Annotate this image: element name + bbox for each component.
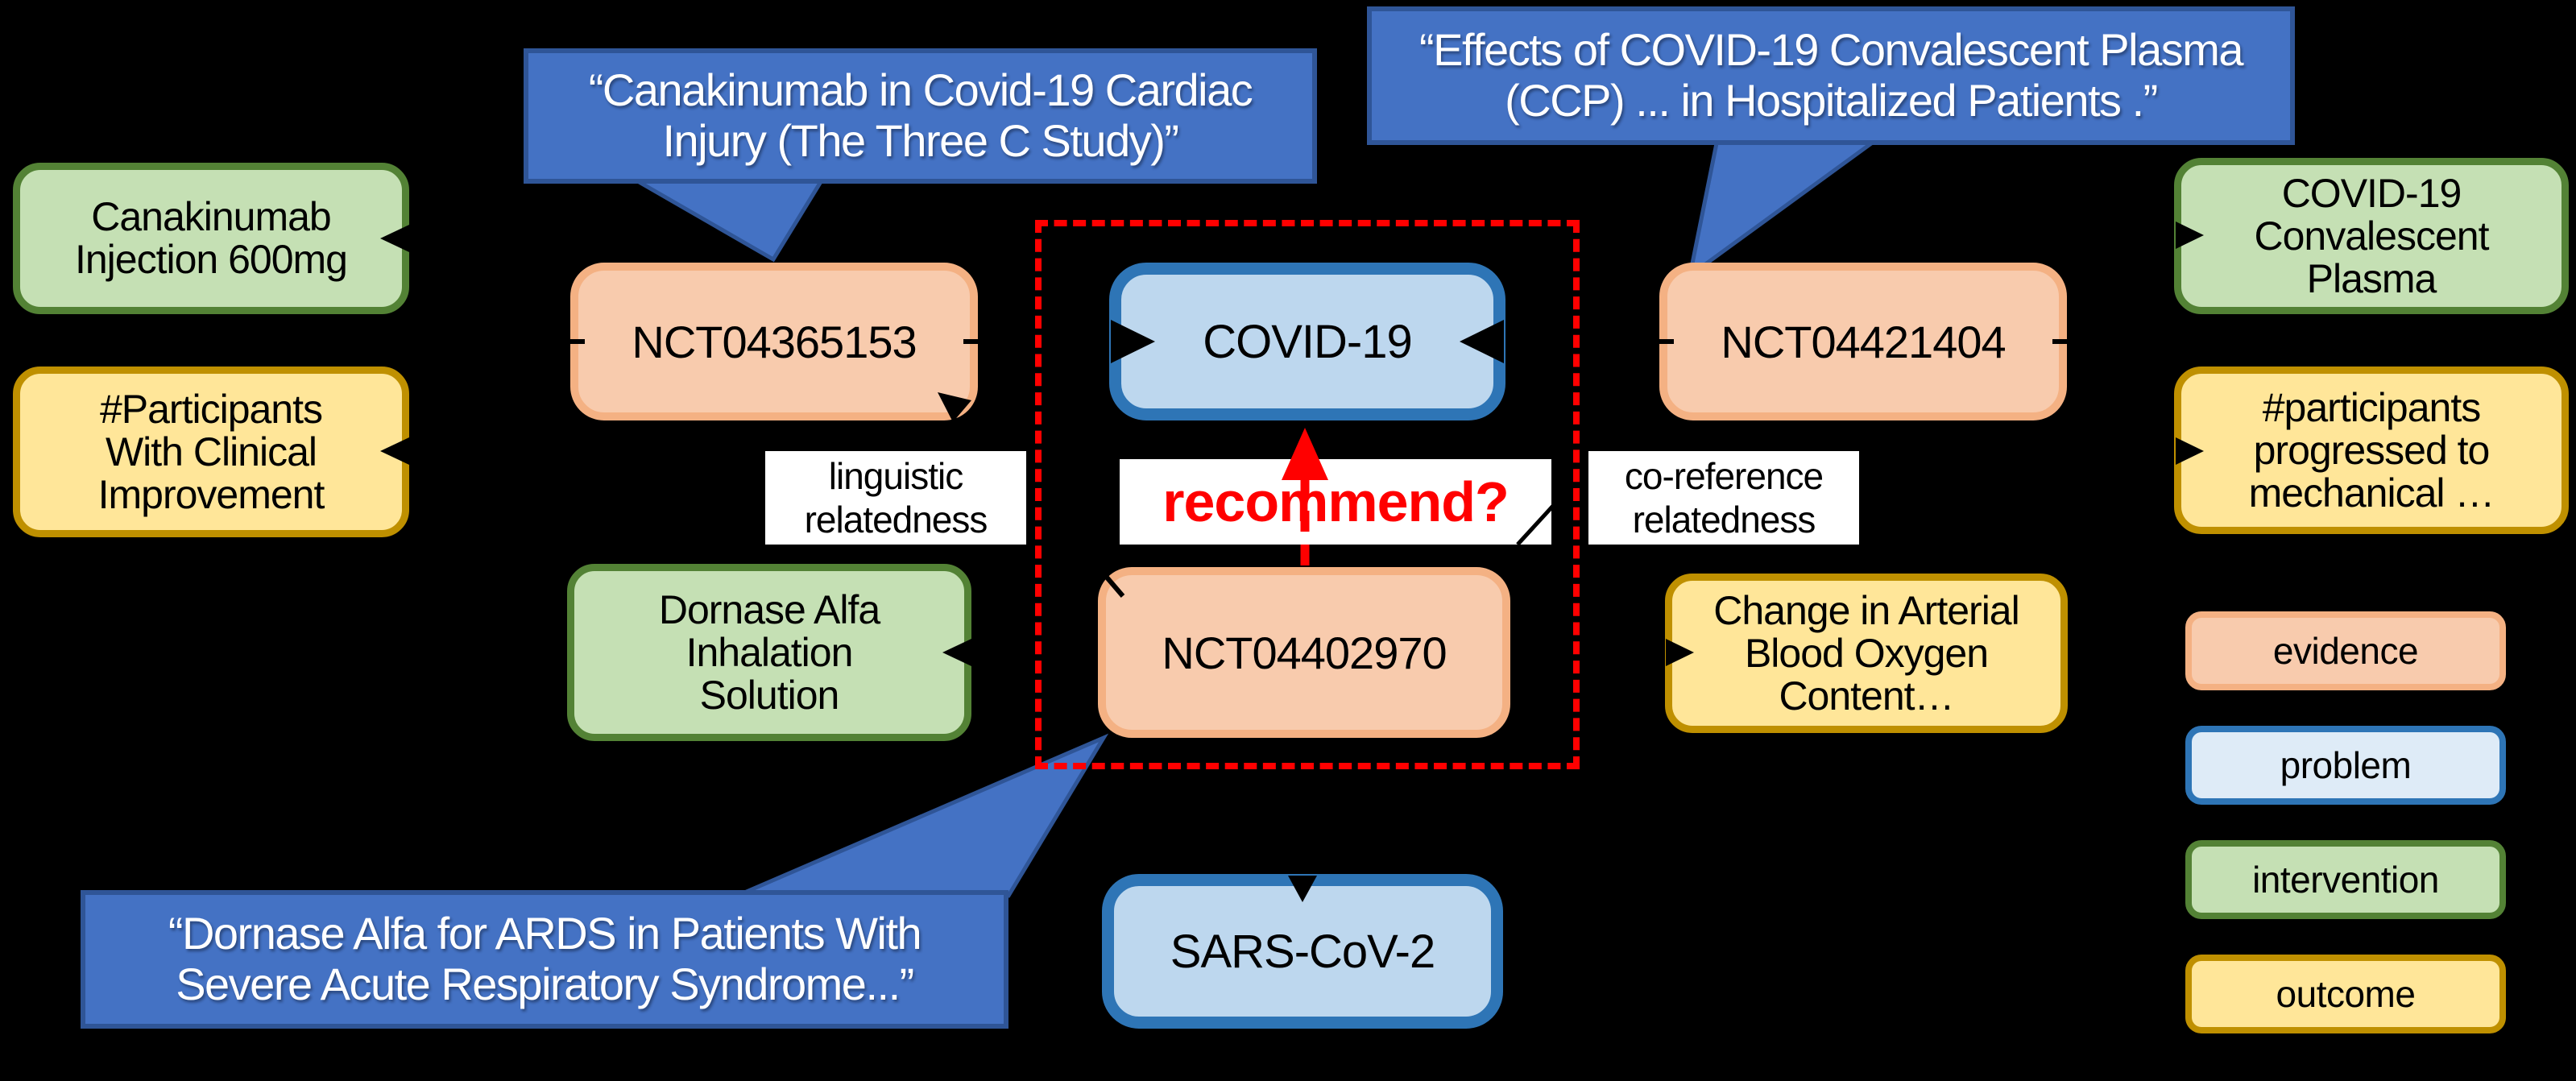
entity-canakinumab-injection: Canakinumab Injection 600mg [13, 163, 409, 314]
entity-dornase-alfa-solution: Dornase Alfa Inhalation Solution [567, 564, 971, 741]
edge-label-recommend: recommend? [1120, 459, 1551, 545]
node-covid-19: COVID-19 [1109, 263, 1505, 420]
legend-item-intervention: intervention [2185, 840, 2506, 919]
recommendation-highlight-box [1035, 220, 1580, 769]
legend-item-evidence: evidence [2185, 611, 2506, 690]
edge-label-linguistic-relatedness: linguistic relatedness [765, 451, 1026, 545]
node-nct04402970: NCT04402970 [1098, 567, 1510, 738]
node-nct04365153: NCT04365153 [570, 263, 978, 420]
legend-item-outcome: outcome [2185, 955, 2506, 1033]
entity-arterial-blood-oxygen: Change in Arterial Blood Oxygen Content… [1665, 574, 2068, 733]
callout-three-c-study: “Canakinumab in Covid-19 Cardiac Injury … [524, 48, 1317, 184]
entity-participants-mechanical: #participants progressed to mechanical … [2174, 367, 2569, 534]
entity-covid19-convalescent-plasma: COVID-19 Convalescent Plasma [2174, 158, 2569, 314]
node-nct04421404: NCT04421404 [1659, 263, 2067, 420]
callout-tail-ccp [1687, 137, 1883, 280]
edge-label-coreference-relatedness: co-reference relatedness [1588, 451, 1859, 545]
callout-dornase-study: “Dornase Alfa for ARDS in Patients With … [81, 890, 1008, 1029]
legend-item-problem: problem [2185, 726, 2506, 805]
entity-participants-clinical-improvement: #Participants With Clinical Improvement [13, 367, 409, 537]
callout-ccp-study: “Effects of COVID-19 Convalescent Plasma… [1367, 6, 2295, 145]
callout-tail-three-c [628, 178, 826, 263]
node-sars-cov-2: SARS-CoV-2 [1102, 874, 1503, 1029]
